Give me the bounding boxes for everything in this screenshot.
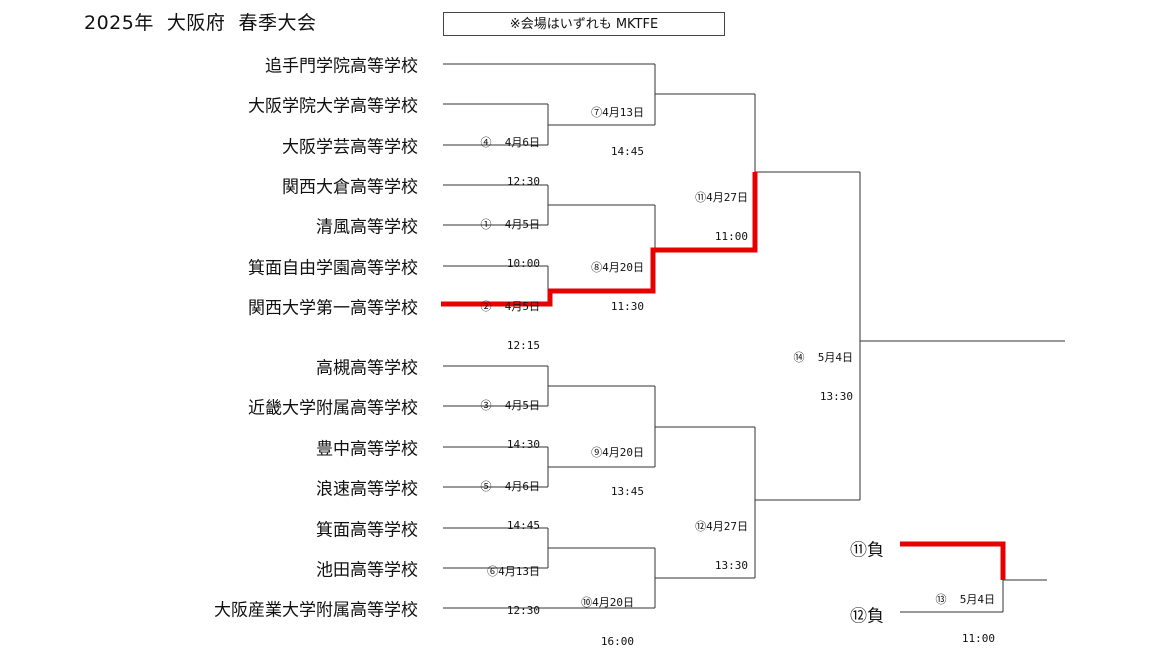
- match-date: ⑨4月20日: [591, 446, 644, 459]
- team-entry: 追手門学院高等学校: [265, 56, 418, 77]
- match-label: ⑧4月20日 11:30: [576, 235, 644, 326]
- match-date: ① 4月5日: [480, 218, 541, 231]
- match-label: ⑩4月20日 16:00: [566, 570, 634, 661]
- loser-label-bottom: ⑫負: [850, 606, 884, 627]
- match-label: ③ 4月5日 14:30: [472, 373, 541, 464]
- match-date: ⑧4月20日: [591, 261, 644, 274]
- match-date: ⑥4月13日: [487, 565, 540, 578]
- team-entry: 大阪産業大学附属高等学校: [214, 600, 418, 621]
- team-entry: 豊中高等学校: [316, 439, 418, 460]
- match-date: ⑦4月13日: [591, 106, 644, 119]
- match-label: ⑤ 4月6日 14:45: [472, 454, 541, 545]
- team-entry: 関西大倉高等学校: [282, 177, 418, 198]
- match-label: ⑨4月20日 13:45: [576, 420, 644, 511]
- match-date: ⑬ 5月4日: [935, 593, 996, 606]
- match-time: 14:30: [506, 438, 540, 451]
- match-date: ⑭ 5月4日: [793, 351, 854, 364]
- match-label: ⑭ 5月4日 13:30: [785, 325, 854, 416]
- match-time: 13:30: [714, 559, 748, 572]
- team-entry: 近畿大学附属高等学校: [248, 398, 418, 419]
- match-time: 12:30: [506, 175, 540, 188]
- match-time: 10:00: [506, 257, 540, 270]
- match-time: 12:30: [506, 604, 540, 617]
- match-time: 16:00: [600, 635, 634, 648]
- match-time: 14:45: [506, 519, 540, 532]
- match-label: ② 4月5日 12:15: [472, 274, 541, 365]
- match-label: ④ 4月6日 12:30: [472, 110, 541, 201]
- match-label: ⑪4月27日 11:00: [680, 165, 748, 256]
- match-time: 11:00: [714, 230, 748, 243]
- match-time: 13:45: [610, 485, 644, 498]
- match-time: 11:00: [961, 632, 995, 645]
- match-date: ⑩4月20日: [581, 596, 634, 609]
- page-title: 2025年 大阪府 春季大会: [84, 12, 317, 34]
- winner-path: [441, 172, 758, 307]
- match-date: ③ 4月5日: [480, 399, 541, 412]
- team-entry: 高槻高等学校: [316, 358, 418, 379]
- match-time: 14:45: [610, 145, 644, 158]
- match-label: ⑥4月13日 12:30: [472, 539, 540, 630]
- winner-path: [900, 541, 1006, 580]
- match-date: ④ 4月6日: [480, 136, 541, 149]
- venue-note: ※会場はいずれも MKTFE: [443, 12, 725, 36]
- team-entry: 清風高等学校: [316, 217, 418, 238]
- match-date: ⑪4月27日: [695, 191, 748, 204]
- match-date: ② 4月5日: [480, 300, 541, 313]
- match-label: ① 4月5日 10:00: [472, 192, 541, 283]
- team-entry: 関西大学第一高等学校: [248, 298, 418, 319]
- match-date: ⑫4月27日: [695, 520, 748, 533]
- match-time: 11:30: [610, 300, 644, 313]
- match-date: ⑤ 4月6日: [480, 480, 541, 493]
- loser-label-top: ⑪負: [850, 540, 884, 561]
- match-time: 13:30: [819, 390, 853, 403]
- team-entry: 箕面高等学校: [316, 520, 418, 541]
- team-entry: 箕面自由学園高等学校: [248, 258, 418, 279]
- match-label: ⑦4月13日 14:45: [576, 80, 644, 171]
- team-entry: 大阪学芸高等学校: [282, 137, 418, 158]
- team-entry: 浪速高等学校: [316, 479, 418, 500]
- team-entry: 池田高等学校: [316, 560, 418, 581]
- team-entry: 大阪学院大学高等学校: [248, 96, 418, 117]
- match-time: 12:15: [506, 339, 540, 352]
- match-label: ⑫4月27日 13:30: [680, 494, 748, 585]
- match-label: ⑬ 5月4日 11:00: [927, 567, 996, 658]
